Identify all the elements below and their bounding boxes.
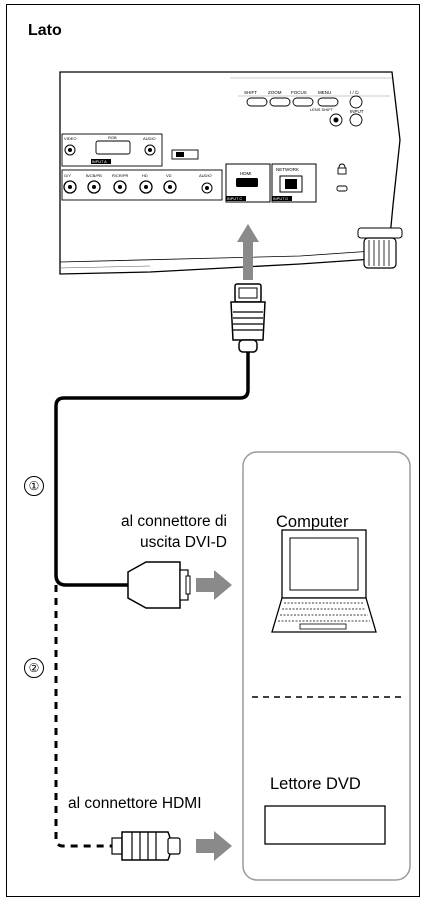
hdmi-plug-dvd-icon — [111, 831, 181, 861]
hdmi-port-icon — [236, 178, 258, 187]
input-c-tag-bg — [226, 196, 246, 201]
hdmi-dashed-cable — [54, 585, 120, 848]
joystick-center — [333, 117, 339, 123]
input-a-tag-bg — [91, 159, 111, 164]
input-button — [349, 113, 363, 127]
input-b-panel: G/Y B/CB/PB R/CR/PR HD VD AUDIO — [61, 169, 223, 201]
input-a-panel: VIDEO RGB AUDIO INPUT A — [61, 133, 199, 167]
input-label: INPUT — [350, 109, 364, 114]
menu-button — [317, 97, 339, 107]
shift-label: SHIFT — [244, 90, 257, 95]
computer-label: Computer — [276, 513, 349, 531]
lock-icon — [336, 163, 348, 192]
power-button — [349, 95, 363, 109]
switch-icon — [171, 149, 199, 160]
marker-two: ② — [24, 658, 44, 678]
hd-label: HD — [142, 173, 148, 178]
input-d-tag: INPUT D — [273, 197, 288, 201]
network-label: NETWORK — [276, 167, 299, 172]
hdmi-port-panel: HDMI INPUT C — [225, 163, 271, 203]
network-port-inner — [285, 179, 297, 189]
hdmi-port-label: HDMI — [240, 171, 252, 176]
audio-a-label: AUDIO — [143, 136, 156, 141]
bcb-label: B/CB/PB — [86, 173, 102, 178]
control-buttons: SHIFT ZOOM FOCUS MENU I / ⏻ LENS SHIFT I… — [244, 90, 364, 127]
switch-knob — [176, 152, 184, 157]
figure-frame — [6, 4, 420, 897]
hdmi-dvd-arrow — [196, 831, 232, 861]
figure-title: Lato — [28, 22, 62, 39]
dvi-plug-icon — [127, 561, 191, 609]
projector-foot — [357, 227, 403, 269]
hdmi-connector-label: al connettore HDMI — [68, 795, 202, 812]
dvd-player-icon — [264, 805, 386, 845]
dvd-player-label: Lettore DVD — [270, 775, 361, 793]
dvi-label-line2: uscita DVI-D — [140, 534, 227, 551]
rgb-label: RGB — [108, 135, 117, 140]
lens-shift-label: LENS SHIFT — [310, 107, 334, 112]
focus-button — [292, 97, 314, 107]
shift-button — [246, 97, 268, 107]
computer-icon — [271, 529, 377, 633]
gy-label: G/Y — [64, 173, 71, 178]
menu-label: MENU — [318, 90, 331, 95]
network-port-panel: NETWORK INPUT D — [271, 163, 317, 203]
input-a-tag: INPUT A — [92, 160, 107, 164]
dvi-arrow — [196, 570, 232, 600]
video-label: VIDEO — [64, 136, 76, 141]
power-label: I / ⏻ — [350, 90, 359, 95]
marker-one: ① — [24, 476, 44, 496]
zoom-label: ZOOM — [268, 90, 282, 95]
hdmi-cable — [54, 352, 250, 587]
audio-b-label: AUDIO — [199, 173, 212, 178]
input-d-tag-bg — [272, 196, 292, 201]
upward-arrow — [237, 224, 259, 280]
input-c-tag: INPUT C — [227, 197, 242, 201]
bnc-port-icons — [63, 180, 213, 194]
video-port-pin — [68, 148, 72, 152]
focus-label: FOCUS — [291, 90, 307, 95]
audio-a-port-pin — [148, 148, 152, 152]
projector: SHIFT ZOOM FOCUS MENU I / ⏻ LENS SHIFT I… — [59, 71, 403, 275]
rcr-label: R/CR/PR — [112, 173, 129, 178]
vd-label: VD — [166, 173, 172, 178]
zoom-button — [269, 97, 291, 107]
dvi-label-line1: al connettore di — [121, 513, 227, 530]
hdmi-plug-icon — [230, 283, 266, 353]
rgb-port-icon — [95, 140, 131, 155]
